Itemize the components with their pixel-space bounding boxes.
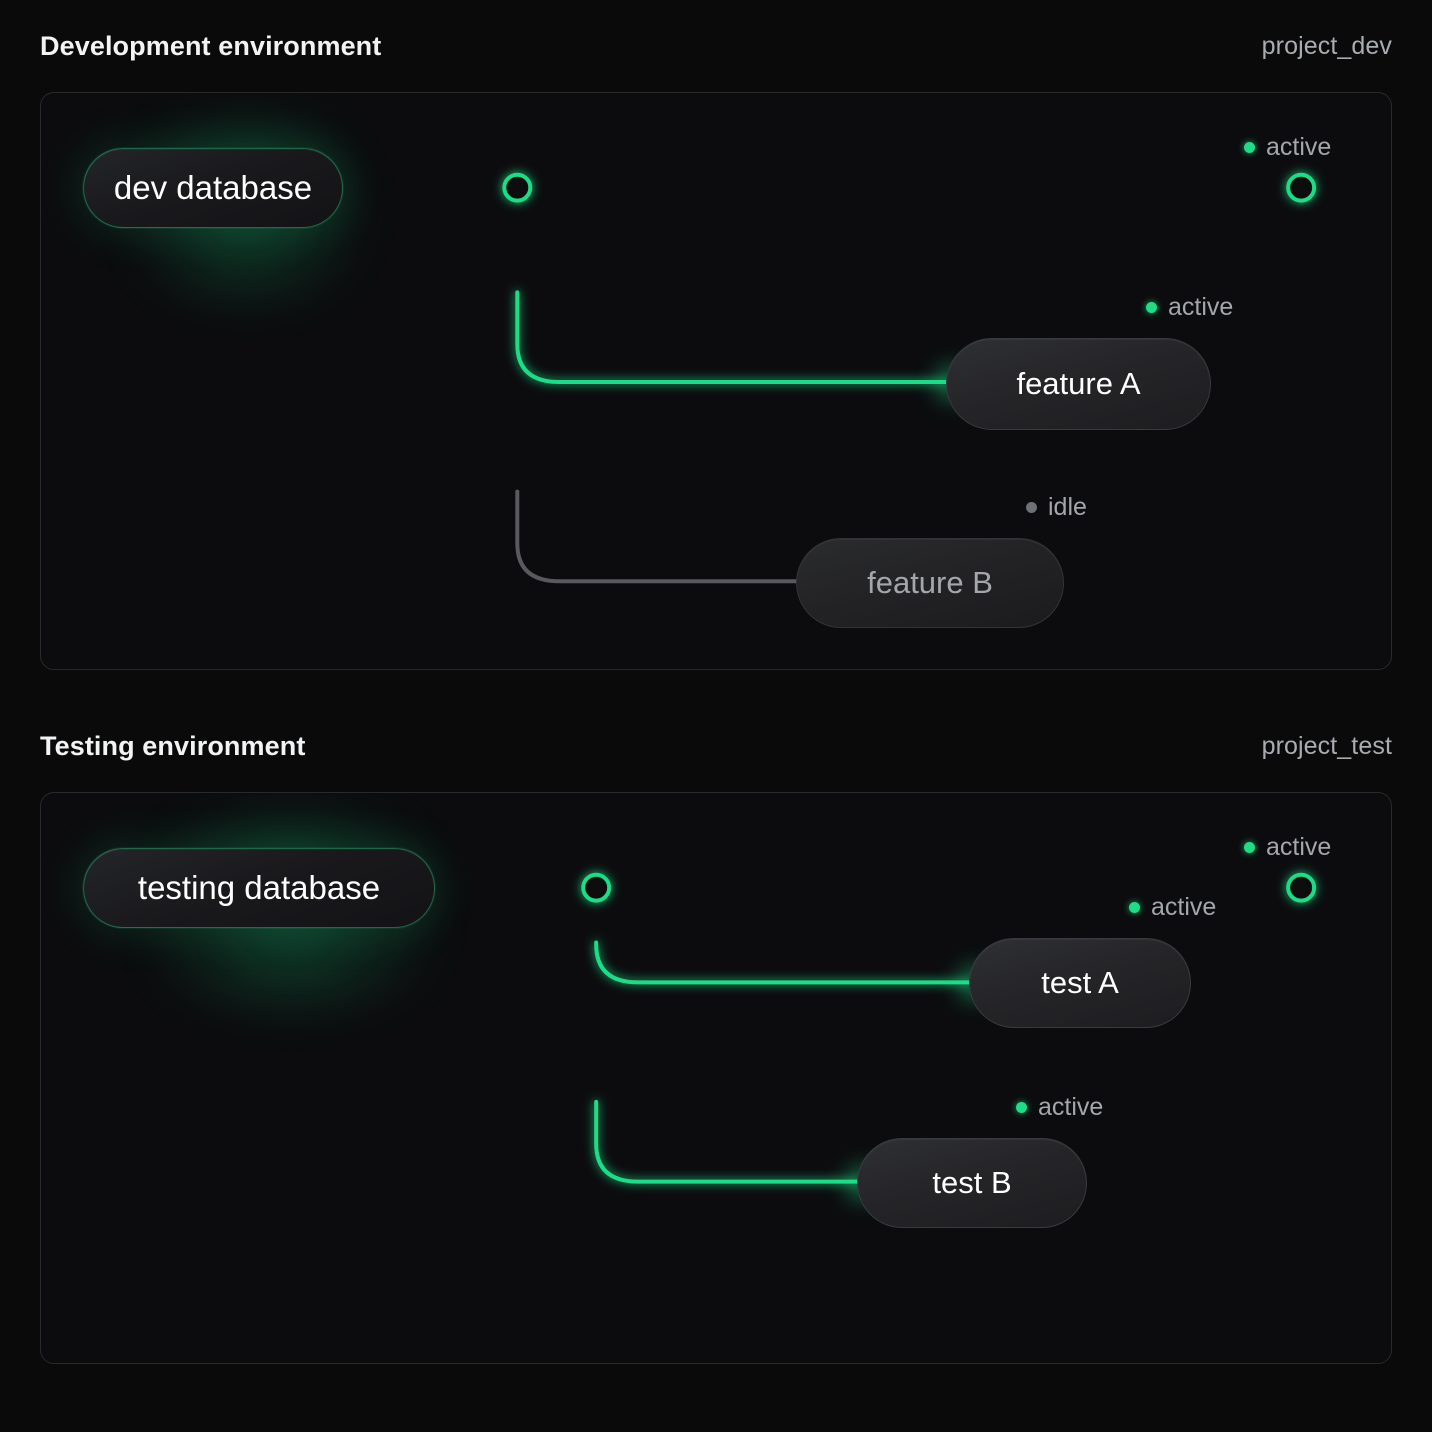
graph-canvas-dev: [41, 93, 1391, 669]
node-feature-a[interactable]: feature A: [946, 338, 1211, 430]
status-badge-test-a: active: [1129, 893, 1216, 922]
status-label: active: [1151, 893, 1217, 921]
node-label: feature B: [867, 565, 993, 600]
edge-trunk-to-test-a: [594, 940, 972, 985]
status-label: active: [1168, 293, 1234, 321]
project-label-dev: project_dev: [1261, 31, 1392, 60]
graph-panel-test: testing database active active test A ac…: [40, 792, 1392, 1364]
status-badge-endpoint-dev: active: [1244, 133, 1331, 162]
node-label: test B: [932, 1165, 1012, 1200]
node-feature-b[interactable]: feature B: [796, 538, 1064, 628]
page-title-dev: Development environment: [40, 30, 382, 61]
status-dot-idle-icon: [1026, 502, 1037, 513]
section-header-test: Testing environment project_test: [0, 700, 1432, 792]
status-label: active: [1266, 133, 1332, 161]
status-badge-feature-a: active: [1146, 293, 1233, 322]
junction-node-test[interactable]: [581, 872, 612, 903]
endpoint-node-test[interactable]: [1286, 872, 1317, 903]
edge-trunk-to-feature-a: [515, 290, 949, 384]
node-label: testing database: [137, 869, 381, 906]
status-badge-endpoint-test: active: [1244, 833, 1331, 862]
node-label: dev database: [113, 169, 313, 206]
environment-section-test: Testing environment project_test: [0, 700, 1432, 1364]
status-badge-test-b: active: [1016, 1093, 1103, 1122]
page-title-test: Testing environment: [40, 730, 306, 761]
connector-lines-dev: [342, 172, 1317, 584]
environment-section-dev: Development environment project_dev: [0, 0, 1432, 670]
node-testing-database[interactable]: testing database: [83, 848, 435, 928]
node-label: feature A: [1016, 366, 1141, 401]
status-dot-active-icon: [1146, 302, 1157, 313]
status-dot-active-icon: [1129, 902, 1140, 913]
edge-trunk-to-test-b: [594, 1099, 860, 1184]
node-test-b[interactable]: test B: [857, 1138, 1087, 1228]
node-label: test A: [1041, 965, 1119, 1000]
status-dot-active-icon: [1244, 142, 1255, 153]
node-dev-database[interactable]: dev database: [83, 148, 343, 228]
status-dot-active-icon: [1016, 1102, 1027, 1113]
status-dot-active-icon: [1244, 842, 1255, 853]
project-label-test: project_test: [1261, 731, 1392, 760]
status-label: active: [1266, 833, 1332, 861]
endpoint-node-dev[interactable]: [1286, 172, 1317, 203]
graph-canvas-test: [41, 793, 1391, 1363]
status-badge-feature-b: idle: [1026, 493, 1087, 522]
status-label: idle: [1048, 493, 1087, 521]
graph-panel-dev: dev database active active feature A idl…: [40, 92, 1392, 670]
junction-node-dev[interactable]: [502, 172, 533, 203]
status-label: active: [1038, 1093, 1104, 1121]
section-header-dev: Development environment project_dev: [0, 0, 1432, 92]
connector-lines-test: [434, 872, 1317, 1184]
node-test-a[interactable]: test A: [969, 938, 1191, 1028]
edge-trunk-to-feature-b: [515, 489, 799, 584]
